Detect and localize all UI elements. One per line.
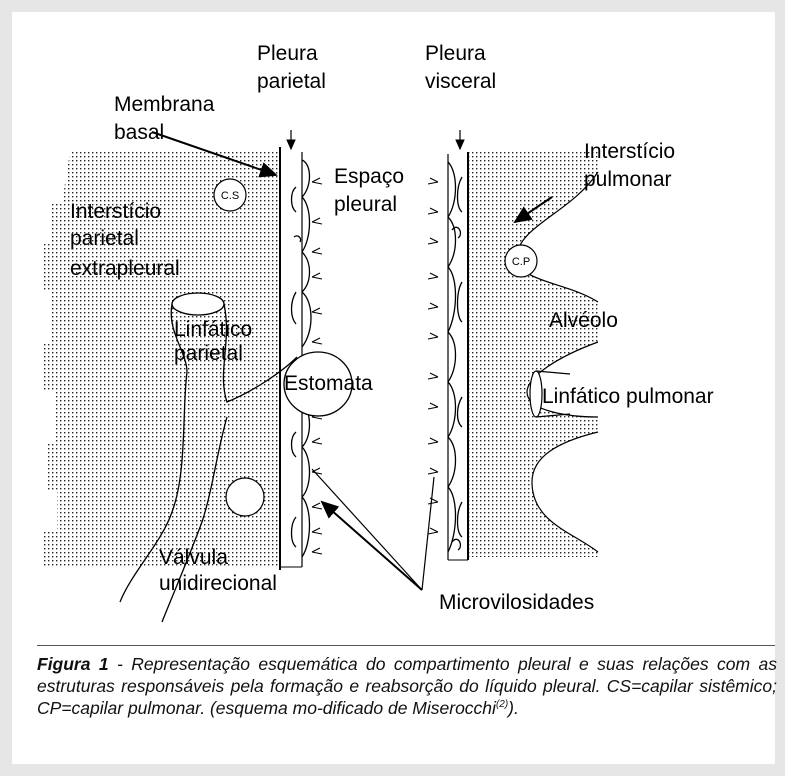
label-espaco-pleural-2: pleural	[334, 193, 397, 216]
visceral-mesothelial-cells	[448, 162, 462, 552]
label-espaco-pleural-1: Espaço	[334, 165, 404, 188]
label-pleura-visceral-1: Pleura	[425, 42, 486, 65]
label-linfatico-pulmonar: Linfático pulmonar	[542, 385, 714, 408]
label-cs: C.S	[221, 190, 239, 202]
label-pleura-parietal-1: Pleura	[257, 42, 318, 65]
label-intersticio-parietal-3: extrapleural	[70, 257, 180, 280]
caption-end: ).	[508, 698, 519, 718]
label-valvula-1: Válvula	[159, 546, 228, 569]
label-estomata: Estomata	[284, 372, 373, 395]
visceral-microvilli	[428, 178, 438, 534]
capilar-inferior	[226, 478, 264, 516]
label-intersticio-parietal-1: Interstício	[70, 200, 161, 223]
caption-text: - Representação esquemática do compartim…	[37, 654, 777, 718]
caption-divider	[37, 645, 775, 646]
figure-caption: Figura 1 - Representação esquemática do …	[37, 653, 777, 719]
label-pleura-parietal-2: parietal	[257, 70, 326, 93]
figure-panel: C.P C.S Pleura parietal Pleura visceral …	[12, 12, 775, 764]
label-intersticio-parietal-2: parietal	[70, 227, 139, 250]
figure-label: Figura 1	[37, 654, 109, 674]
label-linfatico-parietal-2: parietal	[174, 342, 243, 365]
label-intersticio-pulmonar-2: pulmonar	[584, 168, 672, 191]
label-alveolo: Alvéolo	[549, 309, 618, 332]
pleural-diagram: C.P C.S Pleura parietal Pleura visceral …	[12, 12, 775, 642]
label-cp: C.P	[512, 256, 530, 268]
label-pleura-visceral-2: visceral	[425, 70, 496, 93]
microvilosidades-pointers	[312, 469, 434, 590]
label-valvula-2: unidirecional	[159, 572, 277, 595]
label-membrana-basal-2: basal	[114, 121, 164, 144]
caption-reference: (2)	[496, 699, 508, 710]
label-microvilosidades: Microvilosidades	[439, 591, 594, 614]
label-membrana-basal-1: Membrana	[114, 93, 215, 116]
label-linfatico-parietal-1: Linfático	[174, 318, 252, 341]
label-intersticio-pulmonar-1: Interstício	[584, 140, 675, 163]
